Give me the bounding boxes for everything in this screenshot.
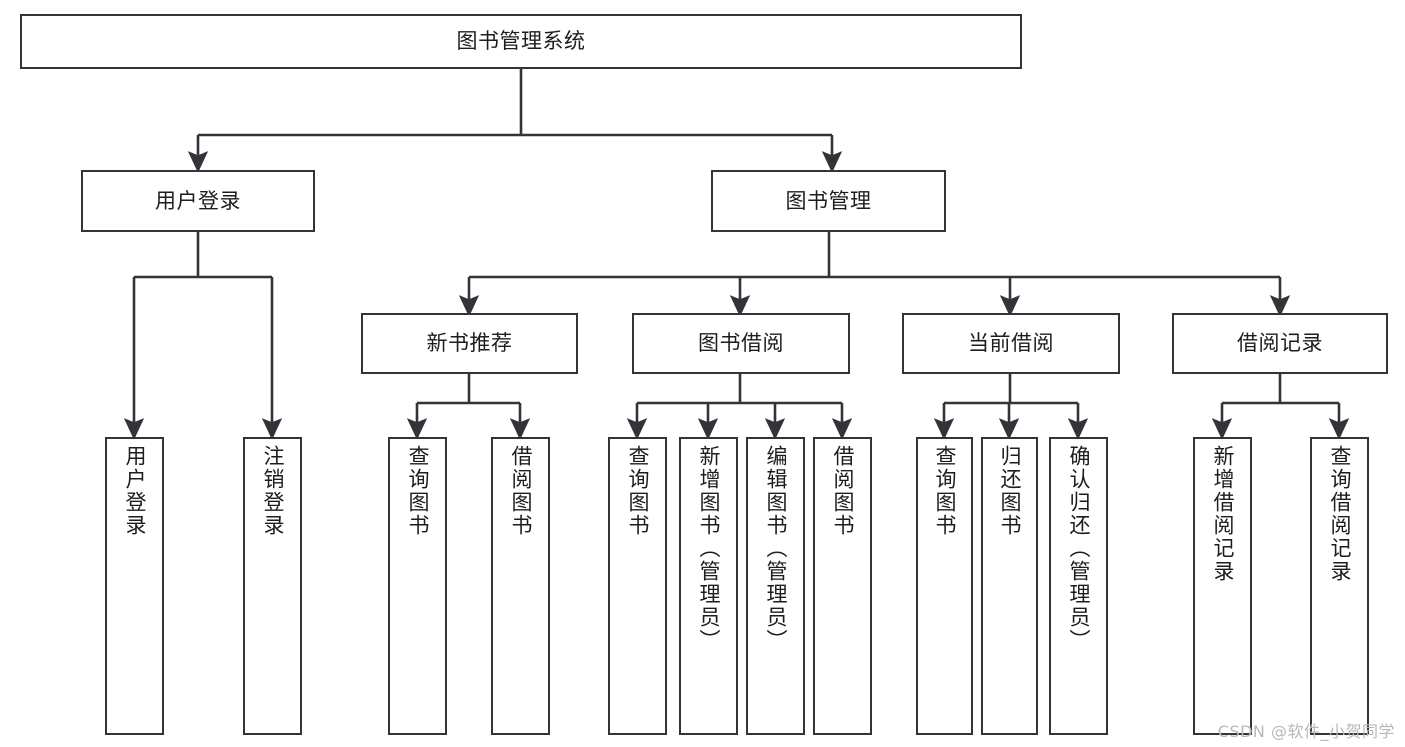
node-book-management[interactable]: 图书管理	[711, 170, 946, 232]
node-book-borrow-label: 图书借阅	[698, 331, 784, 356]
leaf-user-login-label: 用户登录	[123, 445, 147, 537]
node-current-borrow-label: 当前借阅	[968, 331, 1054, 356]
leaf-logout-login-label: 注销登录	[261, 445, 285, 537]
node-root-system-label: 图书管理系统	[456, 29, 586, 54]
leaf-add-borrow-record[interactable]: 新增借阅记录	[1193, 437, 1252, 735]
leaf-borrow-book-recommend-label: 借阅图书	[509, 445, 533, 537]
leaf-query-borrow-record[interactable]: 查询借阅记录	[1310, 437, 1369, 735]
leaf-edit-book[interactable]: 编辑图书（管理员）	[746, 437, 805, 735]
node-book-management-label: 图书管理	[785, 188, 872, 213]
leaf-query-borrow-record-label: 查询借阅记录	[1328, 445, 1352, 583]
node-borrow-record-label: 借阅记录	[1237, 331, 1323, 356]
leaf-query-book-borrow-label: 查询图书	[626, 445, 650, 537]
node-current-borrow[interactable]: 当前借阅	[902, 313, 1120, 374]
leaf-borrow-book-recommend[interactable]: 借阅图书	[491, 437, 550, 735]
leaf-query-book-recommend-label: 查询图书	[406, 445, 430, 537]
leaf-confirm-return[interactable]: 确认归还（管理员）	[1049, 437, 1108, 735]
leaf-edit-book-label: 编辑图书（管理员）	[764, 445, 788, 652]
leaf-return-book-label: 归还图书	[998, 445, 1022, 537]
leaf-query-book-current[interactable]: 查询图书	[916, 437, 973, 735]
leaf-borrow-book[interactable]: 借阅图书	[813, 437, 872, 735]
leaf-user-login[interactable]: 用户登录	[105, 437, 164, 735]
node-new-book-recommend-label: 新书推荐	[426, 331, 513, 356]
node-new-book-recommend[interactable]: 新书推荐	[361, 313, 578, 374]
leaf-return-book[interactable]: 归还图书	[981, 437, 1038, 735]
node-book-borrow[interactable]: 图书借阅	[632, 313, 850, 374]
leaf-query-book-borrow[interactable]: 查询图书	[608, 437, 667, 735]
leaf-query-book-recommend[interactable]: 查询图书	[388, 437, 447, 735]
leaf-query-book-current-label: 查询图书	[933, 445, 957, 537]
node-root-system[interactable]: 图书管理系统	[20, 14, 1022, 69]
leaf-confirm-return-label: 确认归还（管理员）	[1067, 445, 1091, 652]
leaf-add-book-label: 新增图书（管理员）	[697, 445, 721, 652]
leaf-borrow-book-label: 借阅图书	[831, 445, 855, 537]
node-user-login[interactable]: 用户登录	[81, 170, 315, 232]
leaf-add-book[interactable]: 新增图书（管理员）	[679, 437, 738, 735]
leaf-logout-login[interactable]: 注销登录	[243, 437, 302, 735]
node-borrow-record[interactable]: 借阅记录	[1172, 313, 1388, 374]
leaf-add-borrow-record-label: 新增借阅记录	[1211, 445, 1235, 583]
node-user-login-label: 用户登录	[155, 188, 241, 213]
